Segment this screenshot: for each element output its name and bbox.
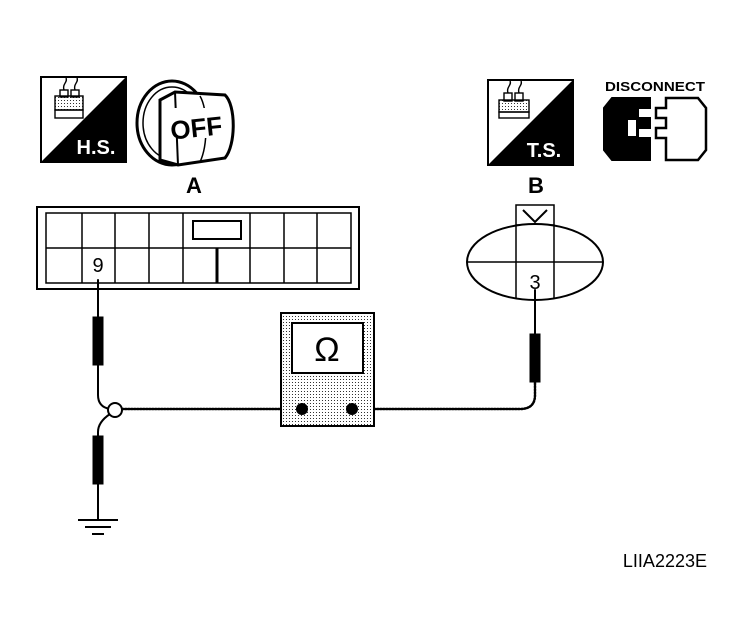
ts-label: T.S. — [527, 140, 561, 162]
harness-side-icon: H.S. — [40, 76, 127, 163]
off-label: OFF — [169, 110, 224, 145]
figure-id: LIIA2223E — [623, 551, 707, 571]
ohm-symbol: Ω — [314, 331, 339, 369]
pin-9-label: 9 — [92, 255, 103, 277]
disconnect-connector-icon: DISCONNECT — [603, 79, 708, 162]
pin-3-label: 3 — [529, 272, 540, 294]
connector-b-label: B — [528, 173, 544, 198]
lead-junction — [107, 402, 123, 418]
ignition-off-icon: OFF — [135, 79, 235, 167]
disconnect-label: DISCONNECT — [605, 79, 705, 94]
ground-icon — [78, 519, 118, 535]
test-leads — [92, 279, 541, 521]
connector-a-label: A — [186, 173, 202, 198]
connector-a: 9 — [36, 206, 360, 290]
terminal-side-icon: T.S. — [487, 79, 574, 166]
hs-label: H.S. — [77, 137, 116, 159]
ohmmeter-icon: Ω — [280, 312, 375, 427]
connector-b: 3 — [466, 204, 604, 301]
